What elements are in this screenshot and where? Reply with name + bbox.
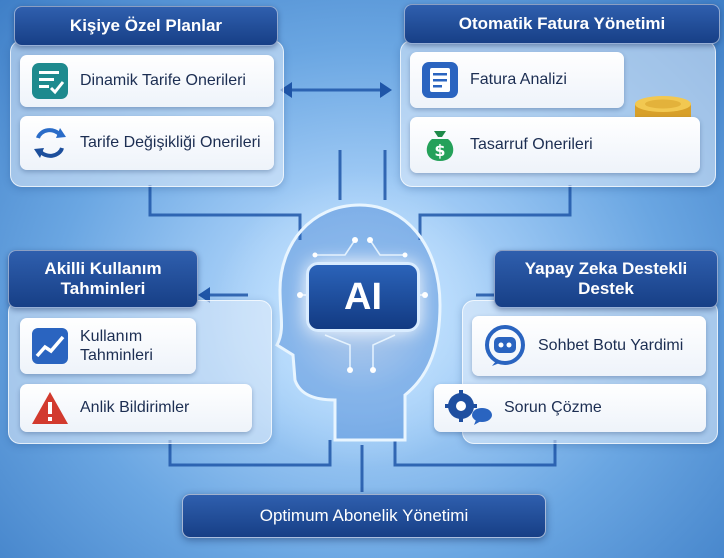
card-label: Sorun Çözme <box>504 399 602 417</box>
panel-title-ai-support: Yapay Zeka Destekli Destek <box>494 250 718 308</box>
card-label: Sohbet Botu Yardimi <box>538 337 684 355</box>
card-label: Anlik Bildirimler <box>80 399 190 417</box>
card-label: Tarife Değişikliği Onerileri <box>80 134 261 152</box>
card-dynamic-tariff[interactable]: Dinamik Tarife Onerileri <box>20 55 274 107</box>
card-label: Dinamik Tarife Onerileri <box>80 72 246 90</box>
chatbot-icon <box>482 325 528 367</box>
card-label: Fatura Analizi <box>470 71 567 89</box>
card-bill-analysis[interactable]: Fatura Analizi <box>410 52 624 108</box>
card-tariff-change[interactable]: Tarife Değişikliği Onerileri <box>20 116 274 170</box>
card-instant-alerts[interactable]: Anlik Bildirimler <box>20 384 252 432</box>
money-bag-icon: $ <box>420 125 460 165</box>
card-savings[interactable]: $ Tasarruf Onerileri <box>410 117 700 173</box>
card-label: Kullanım Tahminleri <box>80 327 153 364</box>
card-label: Tasarruf Onerileri <box>470 136 593 154</box>
gear-chat-icon <box>444 390 494 426</box>
trend-chart-icon <box>30 326 70 366</box>
swap-arrows-icon <box>30 123 70 163</box>
ai-badge: AI <box>306 262 420 332</box>
panel-title-smart-usage: Akilli Kullanım Tahminleri <box>8 250 198 308</box>
card-usage-forecast[interactable]: Kullanım Tahminleri <box>20 318 196 374</box>
svg-text:$: $ <box>434 141 445 160</box>
bottom-banner: Optimum Abonelik Yönetimi <box>182 494 546 538</box>
panel-title-auto-billing: Otomatik Fatura Yönetimi <box>404 4 720 44</box>
panel-title-personal-plans: Kişiye Özel Planlar <box>14 6 278 46</box>
checklist-icon <box>30 61 70 101</box>
card-problem-solving[interactable]: Sorun Çözme <box>434 384 706 432</box>
card-chatbot-help[interactable]: Sohbet Botu Yardimi <box>472 316 706 376</box>
invoice-icon <box>420 60 460 100</box>
warning-icon <box>30 390 70 426</box>
